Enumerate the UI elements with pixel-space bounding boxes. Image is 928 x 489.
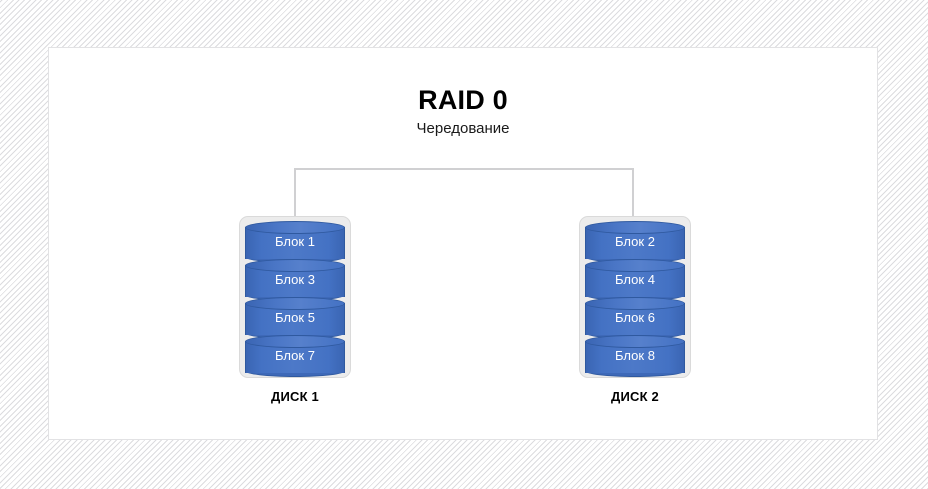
connector-horizontal-segment	[294, 168, 634, 170]
disk-group-1: Блок 1 Блок 3 Блок 5	[235, 216, 355, 404]
disk-block-label: Блок 4	[615, 272, 655, 287]
cylinder-top-cap	[245, 335, 345, 348]
connector-vertical-left	[294, 168, 296, 220]
disk-caption: ДИСК 2	[611, 389, 659, 404]
disk-block[interactable]: Блок 1	[245, 221, 345, 263]
disk-block-label: Блок 1	[275, 234, 315, 249]
connector-vertical-right	[632, 168, 634, 220]
diagram-subtitle: Чередование	[416, 120, 510, 137]
disk-group-2: Блок 2 Блок 4 Блок 6	[575, 216, 695, 404]
block-stack-1: Блок 1 Блок 3 Блок 5	[245, 221, 345, 377]
cylinder-top-cap	[585, 297, 685, 310]
diagram-canvas: RAID 0 Чередование Блок 1	[48, 47, 878, 440]
cylinder-top-cap	[585, 335, 685, 348]
block-stack-2: Блок 2 Блок 4 Блок 6	[585, 221, 685, 377]
disk-block[interactable]: Блок 2	[585, 221, 685, 263]
disk-block[interactable]: Блок 8	[585, 335, 685, 377]
disk-block[interactable]: Блок 6	[585, 297, 685, 339]
disk-casing-1: Блок 1 Блок 3 Блок 5	[239, 216, 351, 378]
cylinder-top-cap	[245, 221, 345, 234]
disk-block[interactable]: Блок 3	[245, 259, 345, 301]
diagram-title: RAID 0	[418, 85, 508, 115]
disk-block-label: Блок 2	[615, 234, 655, 249]
cylinder-top-cap	[585, 221, 685, 234]
cylinder-top-cap	[245, 259, 345, 272]
disk-block-label: Блок 7	[275, 348, 315, 363]
disk-casing-2: Блок 2 Блок 4 Блок 6	[579, 216, 691, 378]
disk-block[interactable]: Блок 5	[245, 297, 345, 339]
disk-block-label: Блок 5	[275, 310, 315, 325]
bracket-connector	[294, 168, 634, 220]
disk-caption: ДИСК 1	[271, 389, 319, 404]
disk-block[interactable]: Блок 7	[245, 335, 345, 377]
disk-block-label: Блок 3	[275, 272, 315, 287]
disks-row: Блок 1 Блок 3 Блок 5	[49, 216, 877, 426]
disk-block-label: Блок 8	[615, 348, 655, 363]
cylinder-top-cap	[585, 259, 685, 272]
disk-block[interactable]: Блок 4	[585, 259, 685, 301]
disk-block-label: Блок 6	[615, 310, 655, 325]
cylinder-top-cap	[245, 297, 345, 310]
